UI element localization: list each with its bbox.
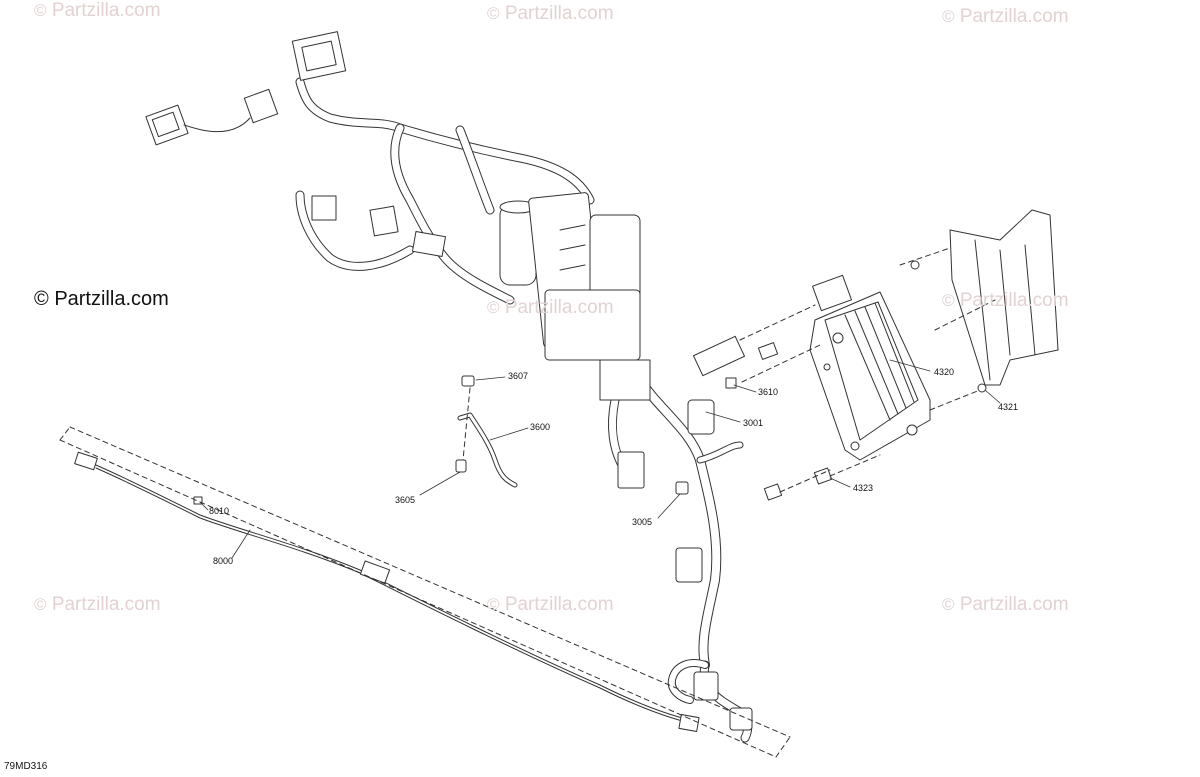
voltage-regulator [809,274,931,461]
watermark: © Partzilla.com [942,290,1069,311]
sensor-cable [74,451,700,732]
watermark: © Partzilla.com [34,594,161,615]
upper-connectors [145,31,447,257]
watermark: © Partzilla.com [34,0,161,21]
watermark: © Partzilla.com [487,3,614,24]
callout-3600: 3600 [530,422,551,432]
watermark: © Partzilla.com [942,6,1069,27]
watermark: © Partzilla.com [487,594,614,615]
callout-3005: 3005 [632,517,653,527]
callout-4321: 4321 [998,402,1019,412]
brand-label: © Partzilla.com [34,288,169,310]
main-wiring-harness [295,77,753,743]
assembly-outline [59,247,996,758]
diagram-code: 79MD316 [4,761,48,772]
watermark: © Partzilla.com [942,594,1069,615]
callout-4320: 4320 [934,367,955,377]
callout-3610: 3610 [758,387,779,397]
callout-3605: 3605 [395,495,416,505]
callout-3001: 3001 [743,418,764,428]
callout-4323: 4323 [853,483,874,493]
callout-8010: 8010 [209,506,230,516]
callout-8000: 8000 [213,556,234,566]
watermark: © Partzilla.com [487,297,614,318]
leader-lines [199,359,1001,559]
heat-shield [949,209,1059,386]
central-module [499,192,651,489]
callout-3607: 3607 [508,371,529,381]
harness-connectors [675,335,753,731]
hardware [193,260,987,505]
